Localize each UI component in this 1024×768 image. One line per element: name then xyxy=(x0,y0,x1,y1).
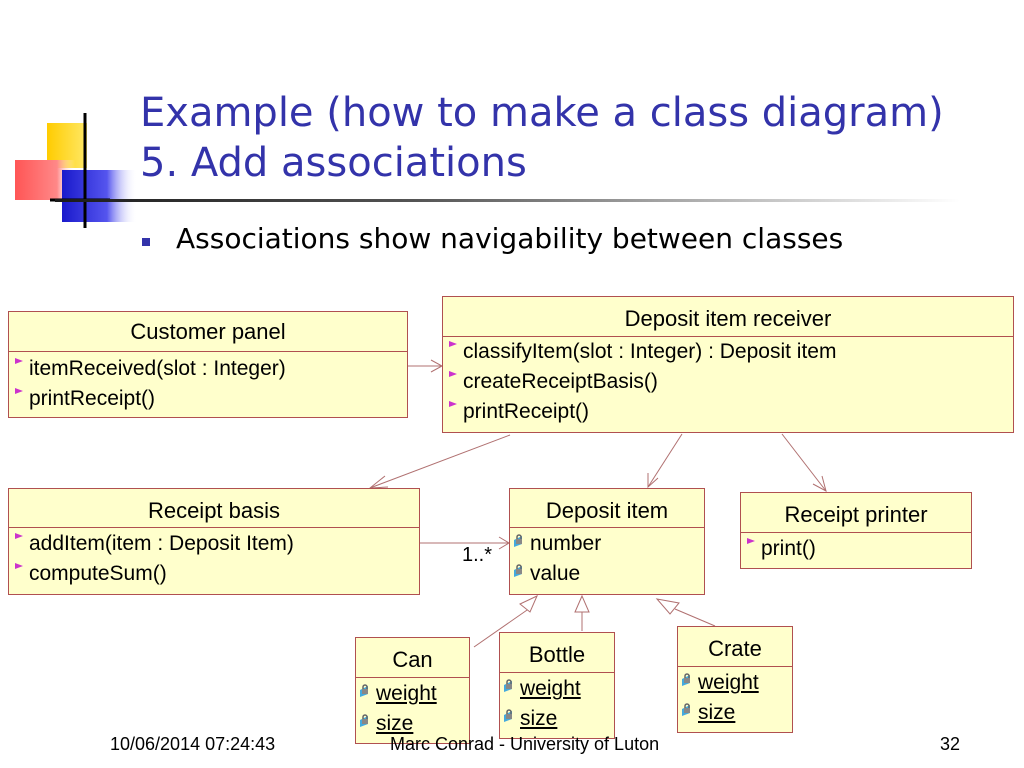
title-divider xyxy=(55,199,960,202)
title-line-2: 5. Add associations xyxy=(140,140,527,186)
multiplicity-label: 1..* xyxy=(462,544,493,566)
operation-text: addItem(item : Deposit Item) xyxy=(29,532,294,555)
class-name: Deposit item receiver xyxy=(443,297,1013,337)
operation-text: classifyItem(slot : Integer) : Deposit i… xyxy=(463,340,837,363)
class-bottle: Bottle weight size xyxy=(499,632,615,739)
attribute-lock-icon xyxy=(514,534,522,547)
attribute-lock-icon xyxy=(682,673,690,686)
bullet-square-icon xyxy=(142,238,150,246)
class-deposit-item-receiver: Deposit item receiver classifyItem(slot … xyxy=(442,296,1014,433)
title-line-1: Example (how to make a class diagram) xyxy=(140,90,944,136)
operation-text: printReceipt() xyxy=(29,387,156,410)
attribute-lock-icon xyxy=(682,703,690,716)
class-receipt-printer: Receipt printer print() xyxy=(740,492,972,569)
attribute-lock-icon xyxy=(504,709,512,722)
attribute-row: number xyxy=(510,529,704,559)
footer-date: 10/06/2014 07:24:43 xyxy=(110,734,276,754)
arrowhead-icon xyxy=(647,473,659,489)
operation-row: addItem(item : Deposit Item) xyxy=(9,529,419,559)
attribute-text: size xyxy=(698,701,736,724)
attribute-lock-icon xyxy=(504,679,512,692)
operation-row: createReceiptBasis() xyxy=(443,367,1013,397)
operation-row: print() xyxy=(741,534,971,564)
operation-icon xyxy=(449,371,457,377)
association-receiver-receipt-basis xyxy=(369,434,511,489)
association-receiver-printer xyxy=(781,433,827,492)
class-receipt-basis: Receipt basis addItem(item : Deposit Ite… xyxy=(8,488,420,595)
operation-row: computeSum() xyxy=(9,559,419,589)
attribute-row: value xyxy=(510,559,704,589)
attribute-text: size xyxy=(376,712,414,735)
class-crate: Crate weight size xyxy=(677,626,793,733)
class-customer-panel: Customer panel itemReceived(slot : Integ… xyxy=(8,311,408,418)
generalization-crate xyxy=(674,608,716,627)
class-name: Bottle xyxy=(500,633,614,673)
attribute-text: value xyxy=(530,562,581,585)
operation-text: createReceiptBasis() xyxy=(463,370,658,393)
arrowhead-icon xyxy=(812,475,827,492)
operation-row: classifyItem(slot : Integer) : Deposit i… xyxy=(443,337,1013,367)
generalization-triangle-icon xyxy=(655,598,680,615)
attribute-row: size xyxy=(500,704,614,734)
operation-icon xyxy=(449,341,457,347)
generalization-can xyxy=(473,607,531,648)
class-name: Receipt printer xyxy=(741,493,971,533)
page-number: 32 xyxy=(940,734,961,754)
operation-row: printReceipt() xyxy=(9,384,407,414)
operation-icon xyxy=(449,401,457,407)
bullet-text: Associations show navigability between c… xyxy=(176,222,844,255)
association-receiver-deposit-item xyxy=(647,433,683,488)
operation-text: computeSum() xyxy=(29,562,167,585)
attribute-row: size xyxy=(356,709,469,739)
generalization-triangle-icon xyxy=(574,594,590,613)
operation-icon xyxy=(15,388,23,394)
operation-icon xyxy=(15,563,23,569)
class-name: Deposit item xyxy=(510,489,704,528)
attribute-row: weight xyxy=(356,679,469,709)
attribute-text: weight xyxy=(520,677,581,700)
attribute-lock-icon xyxy=(360,684,368,697)
class-name: Crate xyxy=(678,627,792,667)
slide-title: Example (how to make a class diagram) 5.… xyxy=(140,88,944,188)
operation-icon xyxy=(15,358,23,364)
operation-icon xyxy=(747,538,755,544)
attribute-text: weight xyxy=(376,682,437,705)
attribute-row: weight xyxy=(678,668,792,698)
attribute-text: size xyxy=(520,707,558,730)
footer-author: Marc Conrad - University of Luton xyxy=(390,734,660,754)
operation-text: itemReceived(slot : Integer) xyxy=(29,357,286,380)
attribute-text: weight xyxy=(698,671,759,694)
operation-row: itemReceived(slot : Integer) xyxy=(9,354,407,384)
operation-text: print() xyxy=(761,537,816,560)
class-deposit-item: Deposit item number value xyxy=(509,488,705,595)
class-name: Receipt basis xyxy=(9,489,419,528)
attribute-lock-icon xyxy=(514,564,522,577)
attribute-row: weight xyxy=(500,674,614,704)
attribute-lock-icon xyxy=(360,714,368,727)
class-name: Customer panel xyxy=(9,312,407,352)
operation-text: printReceipt() xyxy=(463,400,590,423)
generalization-triangle-icon xyxy=(519,594,538,613)
attribute-text: number xyxy=(530,532,602,555)
operation-icon xyxy=(15,533,23,539)
class-can: Can weight size xyxy=(355,637,470,744)
attribute-row: size xyxy=(678,698,792,728)
operation-row: printReceipt() xyxy=(443,397,1013,427)
class-name: Can xyxy=(356,638,469,678)
